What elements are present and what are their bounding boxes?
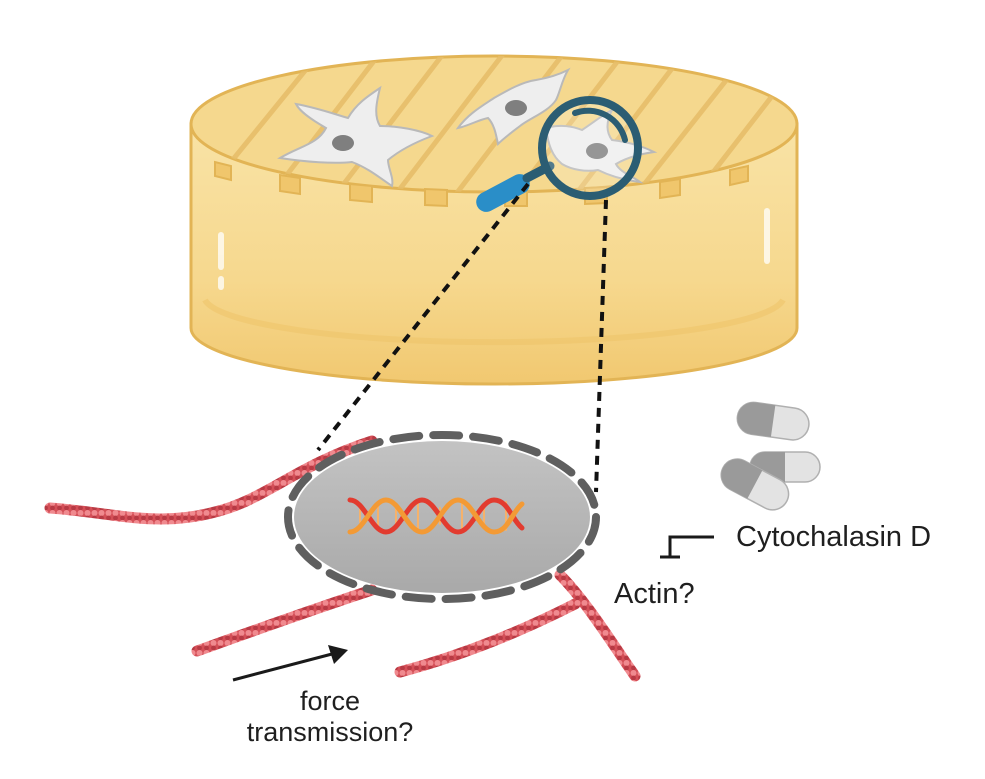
inhibitor-label: Cytochalasin D [736, 521, 932, 553]
force-label-line2: transmission? [246, 717, 414, 748]
capsule-icon [736, 401, 810, 441]
inhibition-arrow [660, 535, 714, 559]
zoom-lines [316, 182, 608, 493]
cell [455, 67, 571, 147]
actin-label: Actin? [614, 578, 695, 610]
force-label-line1: force [299, 686, 361, 716]
capsule-icon [720, 458, 790, 511]
dna-helix-icon [347, 497, 525, 535]
force-arrow [232, 645, 348, 682]
cell [277, 85, 435, 188]
magnifier-icon [476, 96, 642, 212]
hydrogel-disc [189, 54, 799, 386]
force-label: force transmission? [200, 686, 460, 748]
actin-filament [44, 435, 641, 682]
